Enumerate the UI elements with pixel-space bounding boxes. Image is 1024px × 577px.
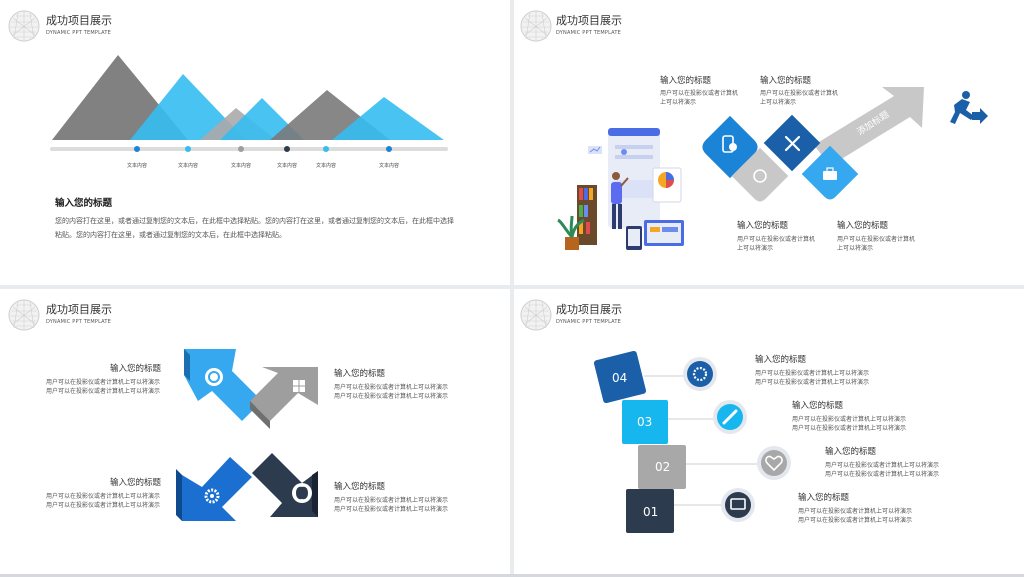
step-number: 03: [637, 415, 653, 429]
globe-logo-icon: [520, 299, 552, 331]
mountain-blue-left: [130, 74, 246, 140]
gear-icon: [204, 488, 220, 504]
item-body: 用户可以在投影仪或者计算机上可以将演示: [46, 388, 161, 395]
step-box-04: [593, 350, 647, 404]
section-title: 输入您的标题: [55, 198, 113, 209]
step-number: 04: [612, 371, 628, 385]
item-title: 输入您的标题: [110, 364, 162, 374]
item-body: 用户可以在投影仪或者计算机: [837, 236, 916, 243]
timeline-dot: [386, 146, 392, 152]
arrow-blue-top: [184, 349, 262, 421]
item-body: 用户可以在投影仪或者计算机上可以将演示: [825, 471, 940, 478]
timeline-dot: [238, 146, 244, 152]
pen-icon: [722, 409, 738, 425]
item-title: 输入您的标题: [837, 221, 889, 231]
timeline-dot: [323, 146, 329, 152]
timeline-label: 文本内容: [231, 163, 252, 169]
item-body: 用户可以在投影仪或者计算机: [660, 90, 739, 97]
item-title: 输入您的标题: [110, 478, 162, 488]
heart-icon: [765, 455, 783, 472]
header-title: 成功项目展示: [556, 303, 622, 316]
monitor-icon: [730, 498, 746, 510]
item-body: 上可以将演示: [837, 245, 874, 252]
step-number: 02: [655, 460, 671, 474]
header-subtitle: DYNAMIC PPT TEMPLATE: [46, 30, 112, 36]
item-title: 输入您的标题: [737, 221, 789, 231]
item-body: 用户可以在投影仪或者计算机上可以将演示: [798, 517, 913, 524]
header-subtitle: DYNAMIC PPT TEMPLATE: [556, 30, 622, 36]
slide-4[interactable]: 成功项目展示 DYNAMIC PPT TEMPLATE: [514, 289, 1024, 577]
mountain-chart: [50, 55, 448, 152]
item-body: 上可以将演示: [660, 99, 697, 106]
item-body: 用户可以在投影仪或者计算机: [737, 236, 816, 243]
item-body: 用户可以在投影仪或者计算机: [760, 90, 839, 97]
item-title: 输入您的标题: [334, 369, 386, 379]
item-body: 用户可以在投影仪或者计算机上可以将演示: [334, 393, 449, 400]
item-body: 用户可以在投影仪或者计算机上可以将演示: [334, 506, 449, 513]
slide-3[interactable]: 成功项目展示 DYNAMIC PPT TEMPLATE: [0, 289, 510, 577]
step-box-03: [622, 400, 668, 444]
item-body: 用户可以在投影仪或者计算机上可以将演示: [46, 502, 161, 509]
item-body: 用户可以在投影仪或者计算机上可以将演示: [46, 379, 161, 386]
briefcase-icon: [823, 171, 837, 180]
step-diagram: [593, 350, 791, 533]
item-title: 输入您的标题: [660, 76, 712, 86]
item-body: 上可以将演示: [760, 99, 797, 106]
gear-icon: [692, 366, 708, 382]
apple-icon: [296, 486, 308, 500]
item-body: 用户可以在投影仪或者计算机上可以将演示: [798, 508, 913, 515]
big-gray-arrow: [814, 87, 924, 166]
step-box-01: [626, 489, 674, 533]
aperture-icon: [208, 371, 220, 383]
header-subtitle: DYNAMIC PPT TEMPLATE: [46, 319, 112, 325]
item-title: 输入您的标题: [825, 447, 877, 457]
item-body: 用户可以在投影仪或者计算机上可以将演示: [46, 493, 161, 500]
item-body: 用户可以在投影仪或者计算机上可以将演示: [755, 370, 870, 377]
item-body: 用户可以在投影仪或者计算机上可以将演示: [825, 462, 940, 469]
item-body: 用户可以在投影仪或者计算机上可以将演示: [792, 425, 907, 432]
step-number: 01: [643, 505, 659, 519]
mountain-blue-right: [332, 97, 444, 140]
diamond-brain: [731, 147, 789, 202]
globe-logo-icon: [8, 10, 40, 42]
header-subtitle: DYNAMIC PPT TEMPLATE: [556, 319, 622, 325]
header-title: 成功项目展示: [556, 14, 622, 27]
globe-logo-icon: [8, 299, 40, 331]
item-title: 输入您的标题: [755, 355, 807, 365]
item-title: 输入您的标题: [760, 76, 812, 86]
brain-icon: [753, 169, 767, 183]
bottom-scrollbar[interactable]: [0, 574, 1024, 577]
timeline-label: 文本内容: [277, 163, 298, 169]
item-body: 用户可以在投影仪或者计算机上可以将演示: [334, 384, 449, 391]
timeline-label: 文本内容: [178, 163, 199, 169]
header-title: 成功项目展示: [46, 14, 112, 27]
section-body: 您的内容打在这里，或者通过复制您的文本后，在此框中选择粘贴。您的内容打在这里，或…: [55, 217, 454, 239]
tools-icon: [784, 135, 801, 152]
item-body: 用户可以在投影仪或者计算机上可以将演示: [755, 379, 870, 386]
slide-2[interactable]: 成功项目展示 DYNAMIC PPT TEMPLATE: [514, 0, 1024, 285]
step-box-02: [638, 445, 686, 489]
arrow-navy-bottom: [252, 453, 318, 517]
item-title: 输入您的标题: [792, 401, 844, 411]
header-title: 成功项目展示: [46, 303, 112, 316]
timeline-dot: [185, 146, 191, 152]
timeline-label: 文本内容: [316, 163, 337, 169]
timeline-dot: [134, 146, 140, 152]
item-title: 输入您的标题: [798, 493, 850, 503]
timeline-label: 文本内容: [127, 163, 148, 169]
illustration-and-diagram: [557, 87, 988, 250]
slide-1[interactable]: 成功项目展示 DYNAMIC PPT TEMPLATE 文本内容 文本内容 文本…: [0, 0, 510, 285]
item-body: 用户可以在投影仪或者计算机上可以将演示: [792, 416, 907, 423]
item-body: 上可以将演示: [737, 245, 774, 252]
timeline-label: 文本内容: [379, 163, 400, 169]
timeline-dot: [284, 146, 290, 152]
four-arrow-diagram: [176, 349, 318, 521]
item-title: 输入您的标题: [334, 482, 386, 492]
runner-exit-icon: [950, 91, 988, 124]
item-body: 用户可以在投影仪或者计算机上可以将演示: [334, 497, 449, 504]
illustration-person-phone: [557, 128, 684, 250]
globe-logo-icon: [520, 10, 552, 42]
